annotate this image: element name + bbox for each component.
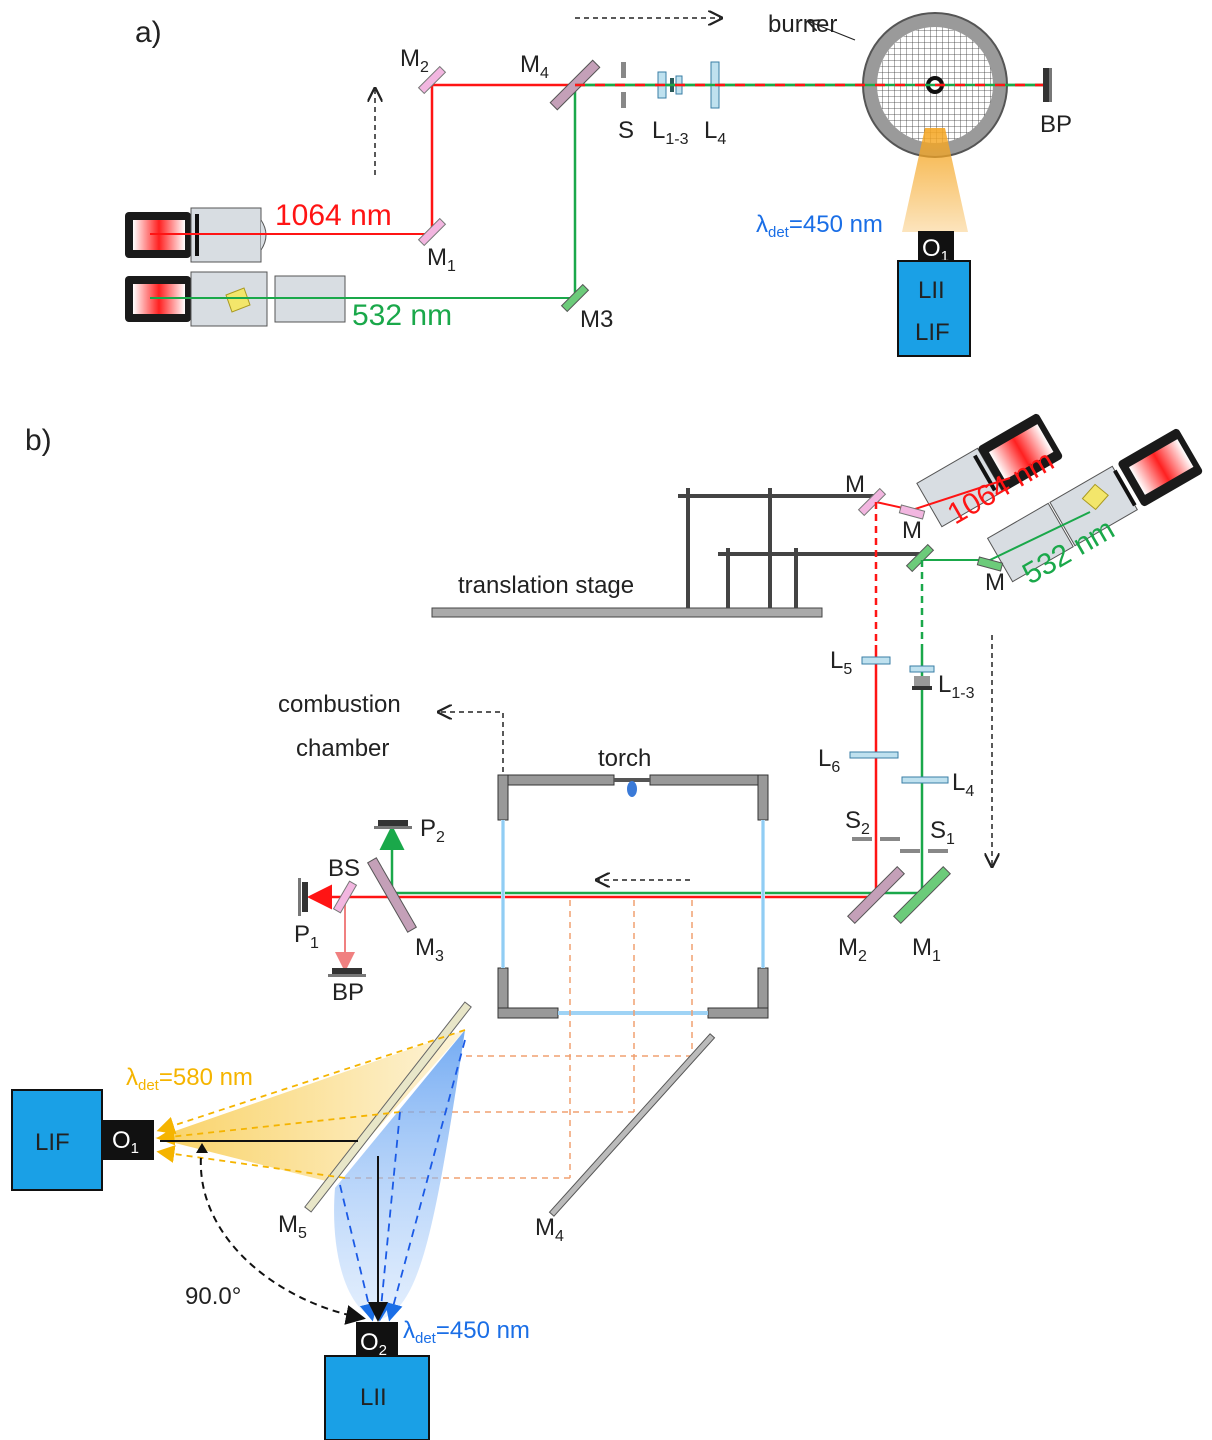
camera-a-line2: LIF [915,319,950,346]
lens-l6 [849,751,899,759]
mirror-m-red-2 [898,504,926,520]
objective-o2 [356,1322,398,1356]
mirror-m5 [304,1001,472,1213]
label-m3-b: M3 [415,934,444,965]
camera-lif-label: LIF [35,1129,70,1156]
label-bs: BS [328,855,360,882]
label-m4-b: M4 [535,1214,564,1245]
objective-o1-a [918,231,954,261]
objective-o1-a-text: O1 [922,235,949,265]
burner-pointer [810,22,856,41]
mirror-m3-b [366,857,418,933]
label-s1: S1 [930,817,955,848]
combustion-pointer [440,712,504,772]
angle-arc-start [196,1143,208,1153]
profiler-p2 [374,820,412,829]
mirror-m1-a [417,217,447,247]
mirror-m4-b [548,1033,716,1217]
burner-label: burner [768,11,837,38]
lif-rays [156,1029,466,1179]
angle-label: 90.0° [185,1283,241,1310]
emission-cone-a [902,128,968,232]
objective-o1-b-text: O1 [112,1127,139,1157]
objective-o2-text: O2 [360,1329,387,1359]
label-m-mid: M [902,517,922,544]
label-m-low: M [985,569,1005,596]
laser-1064-b [916,413,1063,528]
label-m3-a: M3 [580,306,613,333]
label-m1-a: M1 [427,244,456,275]
label-m-top: M [845,471,865,498]
beam-splitter-bs [332,880,358,914]
camera-lii-lif-a [897,260,971,357]
slit-s1 [900,849,948,853]
wavelength-1064-a: 1064 nm [275,199,392,232]
label-p2: P2 [420,815,445,846]
label-p1: P1 [294,921,319,952]
camera-lii-label: LII [360,1384,387,1411]
label-l5: L5 [830,647,852,678]
label-l4-a: L4 [704,117,726,148]
panel-b: b) translation stage [11,413,1203,1440]
label-s-a: S [618,117,634,144]
objective-o1-b [102,1120,154,1160]
combustion-label-1: combustion [278,691,401,718]
profiler-p1 [298,878,308,916]
lens-l5 [861,656,891,665]
mirror-m-green [905,543,935,573]
label-l4-b: L4 [952,769,974,800]
translation-stage [431,488,920,618]
label-m2-a: M2 [400,45,429,76]
torch-label: torch [598,745,651,772]
label-m1-b: M1 [912,934,941,965]
det-label-a: λdet=450 nm [756,211,883,241]
lii-rays [339,1039,466,1322]
label-l6: L6 [818,745,840,776]
torch [614,778,650,797]
lens-l4-b [901,776,949,784]
label-m5: M5 [278,1211,307,1242]
label-s2: S2 [845,807,870,838]
label-bp-b: BP [332,979,364,1006]
panel-b-label: b) [25,424,52,457]
panel-a: a) [125,11,1072,357]
mirror-m2-a [417,65,447,95]
shutter-s-a [621,62,626,108]
beam-profiler-a [1043,68,1052,102]
mirror-m3-a [560,283,590,313]
slit-s2 [852,837,900,841]
mirror-m-green-2 [976,556,1004,572]
bp-label-a: BP [1040,111,1072,138]
label-l13-a: L1-3 [652,117,689,148]
mirror-m2-b [847,866,905,924]
camera-lii [324,1355,430,1440]
panel-a-label: a) [135,16,162,49]
beam-profiler-bp-b [328,968,366,977]
combustion-label-2: chamber [296,735,389,762]
det-label-lif: λdet=580 nm [126,1064,253,1094]
burner-a [575,12,1045,158]
lii-cone [334,1030,465,1320]
translation-stage-label: translation stage [458,572,634,599]
mirror-m1-b [893,866,951,924]
camera-lif [11,1089,103,1191]
camera-a-line1: LII [918,277,945,304]
angle-arc [199,1145,366,1325]
lens-l13-b [909,665,935,690]
wavelength-532-a: 532 nm [352,299,452,332]
laser-532-b [986,428,1203,583]
label-l13-b: L1-3 [938,671,975,702]
det-label-lii: λdet=450 nm [403,1317,530,1347]
label-m2-b: M2 [838,934,867,965]
lif-cone [155,1030,465,1182]
label-m4-a: M4 [520,51,549,82]
